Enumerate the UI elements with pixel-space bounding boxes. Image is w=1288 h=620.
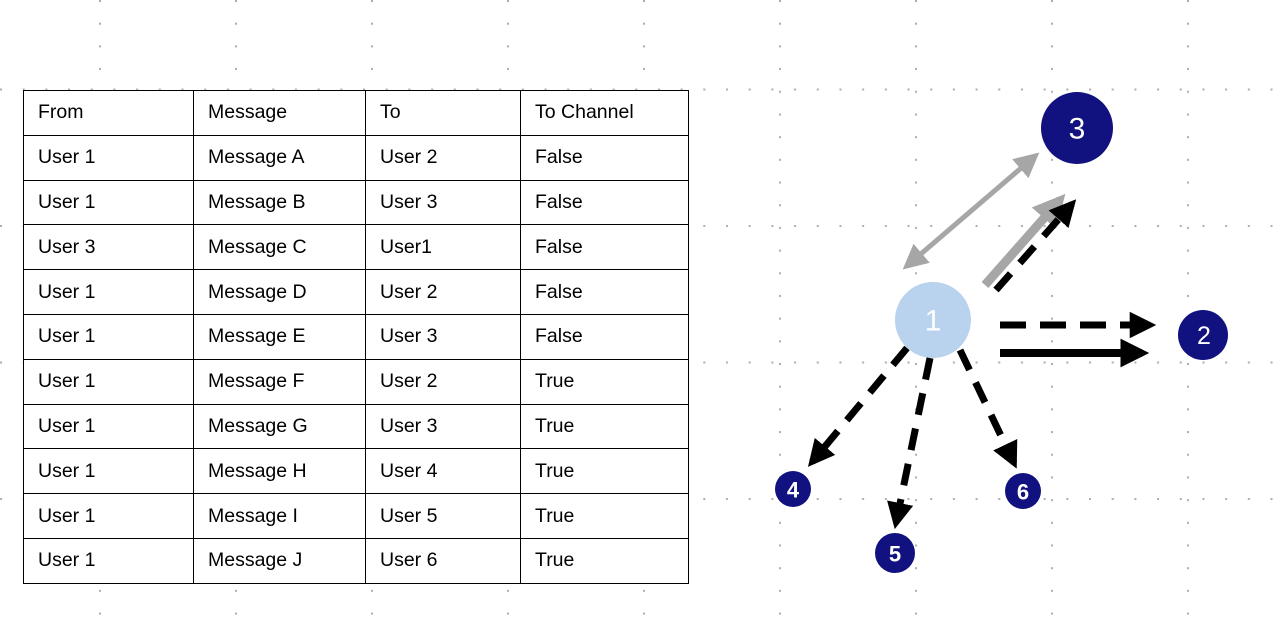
column-header-to: To (365, 90, 521, 136)
cell-message: Message A (193, 134, 366, 181)
cell-to: User 2 (365, 358, 521, 405)
table-row: User 1 Message I User 5 True (23, 493, 689, 539)
cell-to-channel: True (520, 358, 689, 405)
cell-to: User 2 (365, 269, 521, 315)
node-1-label: 1 (925, 305, 942, 338)
column-header-from: From (23, 90, 194, 136)
cell-message: Message C (193, 224, 366, 271)
edge-1-to-6-black-dashed (956, 348, 1018, 469)
edge-1-to-4-black-dashed (807, 345, 910, 467)
cell-to: User 4 (365, 448, 521, 495)
cell-from: User 1 (23, 493, 194, 539)
cell-message: Message E (193, 313, 366, 360)
cell-to-channel: True (520, 448, 689, 495)
cell-from: User 1 (23, 403, 194, 450)
table-row: User 3 Message C User1 False (23, 224, 689, 271)
cell-to-channel: False (520, 224, 689, 271)
cell-to: User1 (365, 224, 521, 271)
cell-message: Message H (193, 448, 366, 495)
cell-message: Message B (193, 179, 366, 226)
cell-to-channel: True (520, 403, 689, 450)
cell-to-channel: True (520, 493, 689, 539)
cell-message: Message D (193, 269, 366, 315)
node-3[interactable]: 3 (1041, 92, 1113, 164)
cell-from: User 1 (23, 358, 194, 405)
table-row: User 1 Message J User 6 True (23, 537, 689, 584)
cell-to: User 6 (365, 537, 521, 584)
node-5-label: 5 (889, 542, 901, 567)
message-table-container: From Message To To Channel User 1 Messag… (23, 90, 689, 584)
node-4[interactable]: 4 (775, 471, 811, 507)
cell-from: User 1 (23, 537, 194, 584)
cell-from: User 1 (23, 134, 194, 181)
cell-to: User 5 (365, 493, 521, 539)
table-header-row: From Message To To Channel (23, 90, 689, 136)
column-header-message: Message (193, 90, 366, 136)
table-row: User 1 Message A User 2 False (23, 134, 689, 181)
table-row: User 1 Message H User 4 True (23, 448, 689, 495)
node-4-label: 4 (787, 478, 800, 503)
table-body: User 1 Message A User 2 False User 1 Mes… (23, 134, 689, 584)
column-header-to-channel: To Channel (520, 90, 689, 136)
edge-1-to-3-black-dashed (993, 199, 1077, 293)
table-row: User 1 Message B User 3 False (23, 179, 689, 226)
node-2-circle[interactable] (1178, 310, 1228, 360)
edge-1-to-5-black-dashed (887, 357, 934, 530)
node-1-circle[interactable] (895, 282, 971, 358)
message-table: From Message To To Channel User 1 Messag… (23, 90, 689, 584)
cell-to-channel: False (520, 313, 689, 360)
node-6[interactable]: 6 (1005, 473, 1041, 509)
node-3-label: 3 (1069, 113, 1086, 146)
node-6-circle[interactable] (1005, 473, 1041, 509)
cell-to-channel: False (520, 134, 689, 181)
table-row: User 1 Message G User 3 True (23, 403, 689, 450)
node-2[interactable]: 2 (1178, 310, 1228, 360)
cell-from: User 1 (23, 269, 194, 315)
cell-message: Message G (193, 403, 366, 450)
edge-1-to-3-gray-solid (981, 193, 1066, 288)
table-row: User 1 Message F User 2 True (23, 358, 689, 405)
cell-to-channel: False (520, 269, 689, 315)
node-5[interactable]: 5 (875, 533, 915, 573)
node-diagram: 1 3 2 4 5 6 (700, 0, 1288, 620)
cell-to-channel: False (520, 179, 689, 226)
cell-to-channel: True (520, 537, 689, 584)
table-header: From Message To To Channel (23, 90, 689, 136)
cell-message: Message J (193, 537, 366, 584)
node-4-circle[interactable] (775, 471, 811, 507)
cell-to: User 3 (365, 403, 521, 450)
node-3-circle[interactable] (1041, 92, 1113, 164)
cell-from: User 1 (23, 313, 194, 360)
cell-from: User 1 (23, 448, 194, 495)
cell-to: User 3 (365, 313, 521, 360)
node-2-label: 2 (1197, 322, 1211, 350)
cell-from: User 3 (23, 224, 194, 271)
cell-from: User 1 (23, 179, 194, 226)
cell-to: User 3 (365, 179, 521, 226)
table-row: User 1 Message D User 2 False (23, 269, 689, 315)
node-6-label: 6 (1017, 480, 1029, 505)
node-5-circle[interactable] (875, 533, 915, 573)
cell-message: Message I (193, 493, 366, 539)
cell-to: User 2 (365, 134, 521, 181)
cell-message: Message F (193, 358, 366, 405)
table-row: User 1 Message E User 3 False (23, 313, 689, 360)
edge-1-to-3-gray-bidirectional (902, 152, 1040, 270)
node-1[interactable]: 1 (895, 282, 971, 358)
